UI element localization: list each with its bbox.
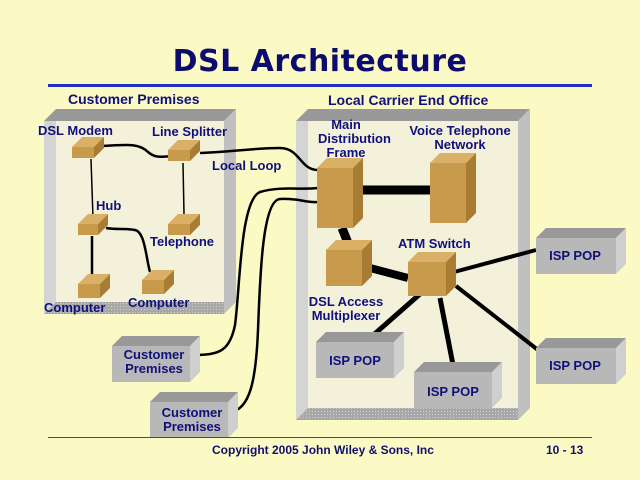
customer-premises-frame (44, 109, 236, 314)
wire-modem-splitter (101, 143, 173, 159)
trunk-dslam-atm (368, 264, 410, 282)
other-premises-2-device (150, 392, 238, 438)
local-loop-label: Local Loop (212, 158, 282, 173)
other-premises-1-label: Customer Premises (112, 348, 196, 376)
computer-1-device (78, 274, 110, 298)
telephone-label: Telephone (150, 234, 215, 249)
line-splitter-device (168, 140, 200, 161)
voice-network-label: Voice Telephone Network (402, 124, 518, 152)
dsl-modem-device (72, 137, 104, 158)
voice-label-line1: Voice Telephone (409, 123, 511, 138)
dslam-device (326, 240, 372, 286)
other-premises-1-line2: Premises (125, 361, 183, 376)
slide-title: DSL Architecture (172, 44, 468, 79)
isp-pop-1-label: ISP POP (329, 353, 381, 368)
end-office-heading: Local Carrier End Office (328, 92, 489, 108)
footer-rule (48, 437, 592, 438)
isp-pop-4-device (536, 338, 626, 384)
voice-network-device (430, 153, 476, 223)
dslam-label-line1: DSL Access (308, 294, 384, 309)
dslam-label-line2: Multiplexer (311, 308, 381, 323)
mdf-device (317, 158, 363, 228)
local-loop-wire (199, 146, 319, 172)
line-splitter-label: Line Splitter (152, 124, 228, 139)
wire-premises-1 (195, 186, 319, 357)
isp-pop-3-device (536, 228, 626, 274)
wire-modem-hub (90, 158, 94, 219)
link-atm-isp2 (437, 297, 457, 371)
computer-1-label: Computer (44, 300, 106, 315)
link-atm-isp3 (453, 248, 537, 274)
wire-hub-computer2 (105, 226, 152, 273)
dslam-label: DSL Access Multiplexer (304, 295, 388, 323)
footer-copyright: Copyright 2005 John Wiley & Sons, Inc (212, 443, 434, 457)
computer-2-label: Computer (128, 295, 190, 310)
wire-splitter-telephone (182, 162, 185, 215)
link-atm-isp4 (454, 284, 540, 352)
other-premises-2-label: Customer Premises (150, 406, 234, 434)
voice-label-line2: Network (434, 137, 486, 152)
wire-premises-2 (229, 197, 319, 414)
isp-pop-1-device (316, 332, 404, 378)
atm-switch-label: ATM Switch (398, 236, 471, 251)
hub-device (78, 214, 108, 235)
other-premises-2-line2: Premises (163, 419, 221, 434)
isp-pop-2-label: ISP POP (427, 384, 479, 399)
page-number: 10 - 13 (546, 443, 584, 457)
other-premises-2-line1: Customer (161, 405, 223, 420)
isp-pop-2-device (414, 362, 502, 408)
customer-wiring (90, 143, 319, 414)
dsl-modem-label: DSL Modem (38, 123, 113, 138)
other-premises-1-line1: Customer (123, 347, 185, 362)
telephone-device (168, 214, 200, 235)
mdf-label-line2: Distribution (318, 131, 391, 146)
mdf-label: Main Distribution Frame (318, 117, 391, 160)
computer-2-device (142, 270, 174, 294)
other-premises-1-device (112, 336, 200, 382)
mdf-label-line1: Main (331, 117, 361, 132)
customer-premises-heading: Customer Premises (68, 91, 200, 107)
title-rule (48, 84, 592, 87)
isp-pop-3-label: ISP POP (549, 248, 601, 263)
link-atm-isp1 (368, 292, 422, 340)
hub-label: Hub (96, 198, 122, 213)
atm-switch-device (408, 252, 456, 296)
isp-pop-4-label: ISP POP (549, 358, 601, 373)
mdf-label-line3: Frame (326, 145, 366, 160)
